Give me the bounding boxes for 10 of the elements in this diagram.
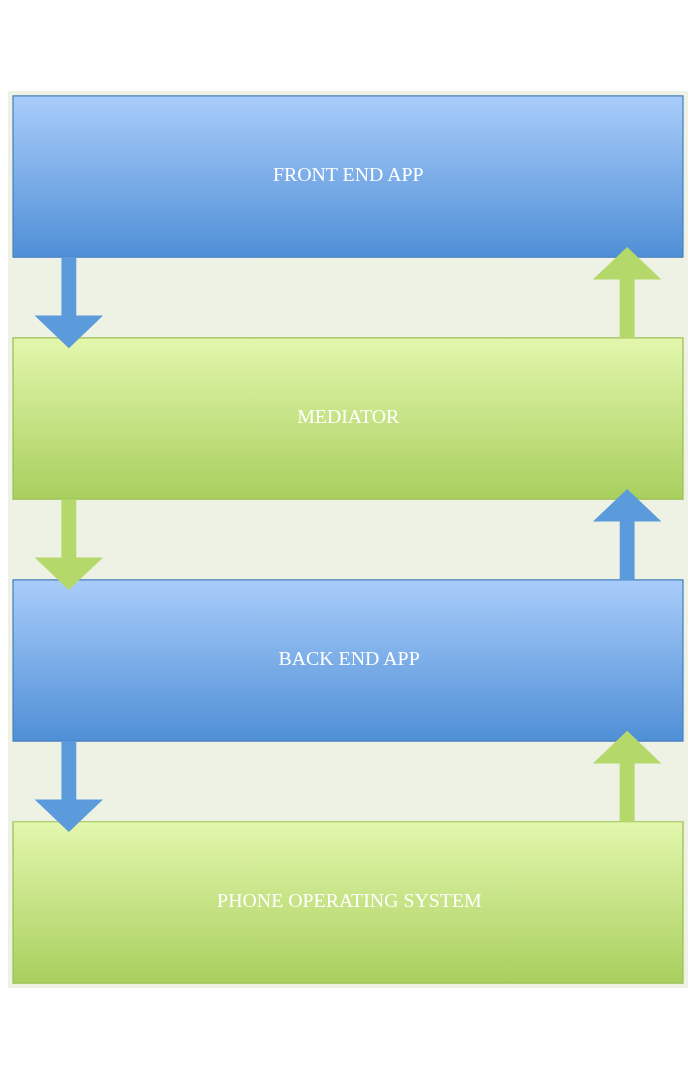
arrow (34, 740, 104, 832)
node-box: BACK END APP (12, 578, 684, 742)
node-box: PHONE OPERATING SYSTEM (12, 820, 684, 984)
arrow (34, 498, 104, 590)
arrow (592, 730, 662, 822)
node-box: MEDIATOR (12, 336, 684, 500)
arrow (592, 488, 662, 580)
node-box: FRONT END APP (12, 94, 684, 258)
arrow (34, 256, 104, 348)
arrow (592, 246, 662, 338)
